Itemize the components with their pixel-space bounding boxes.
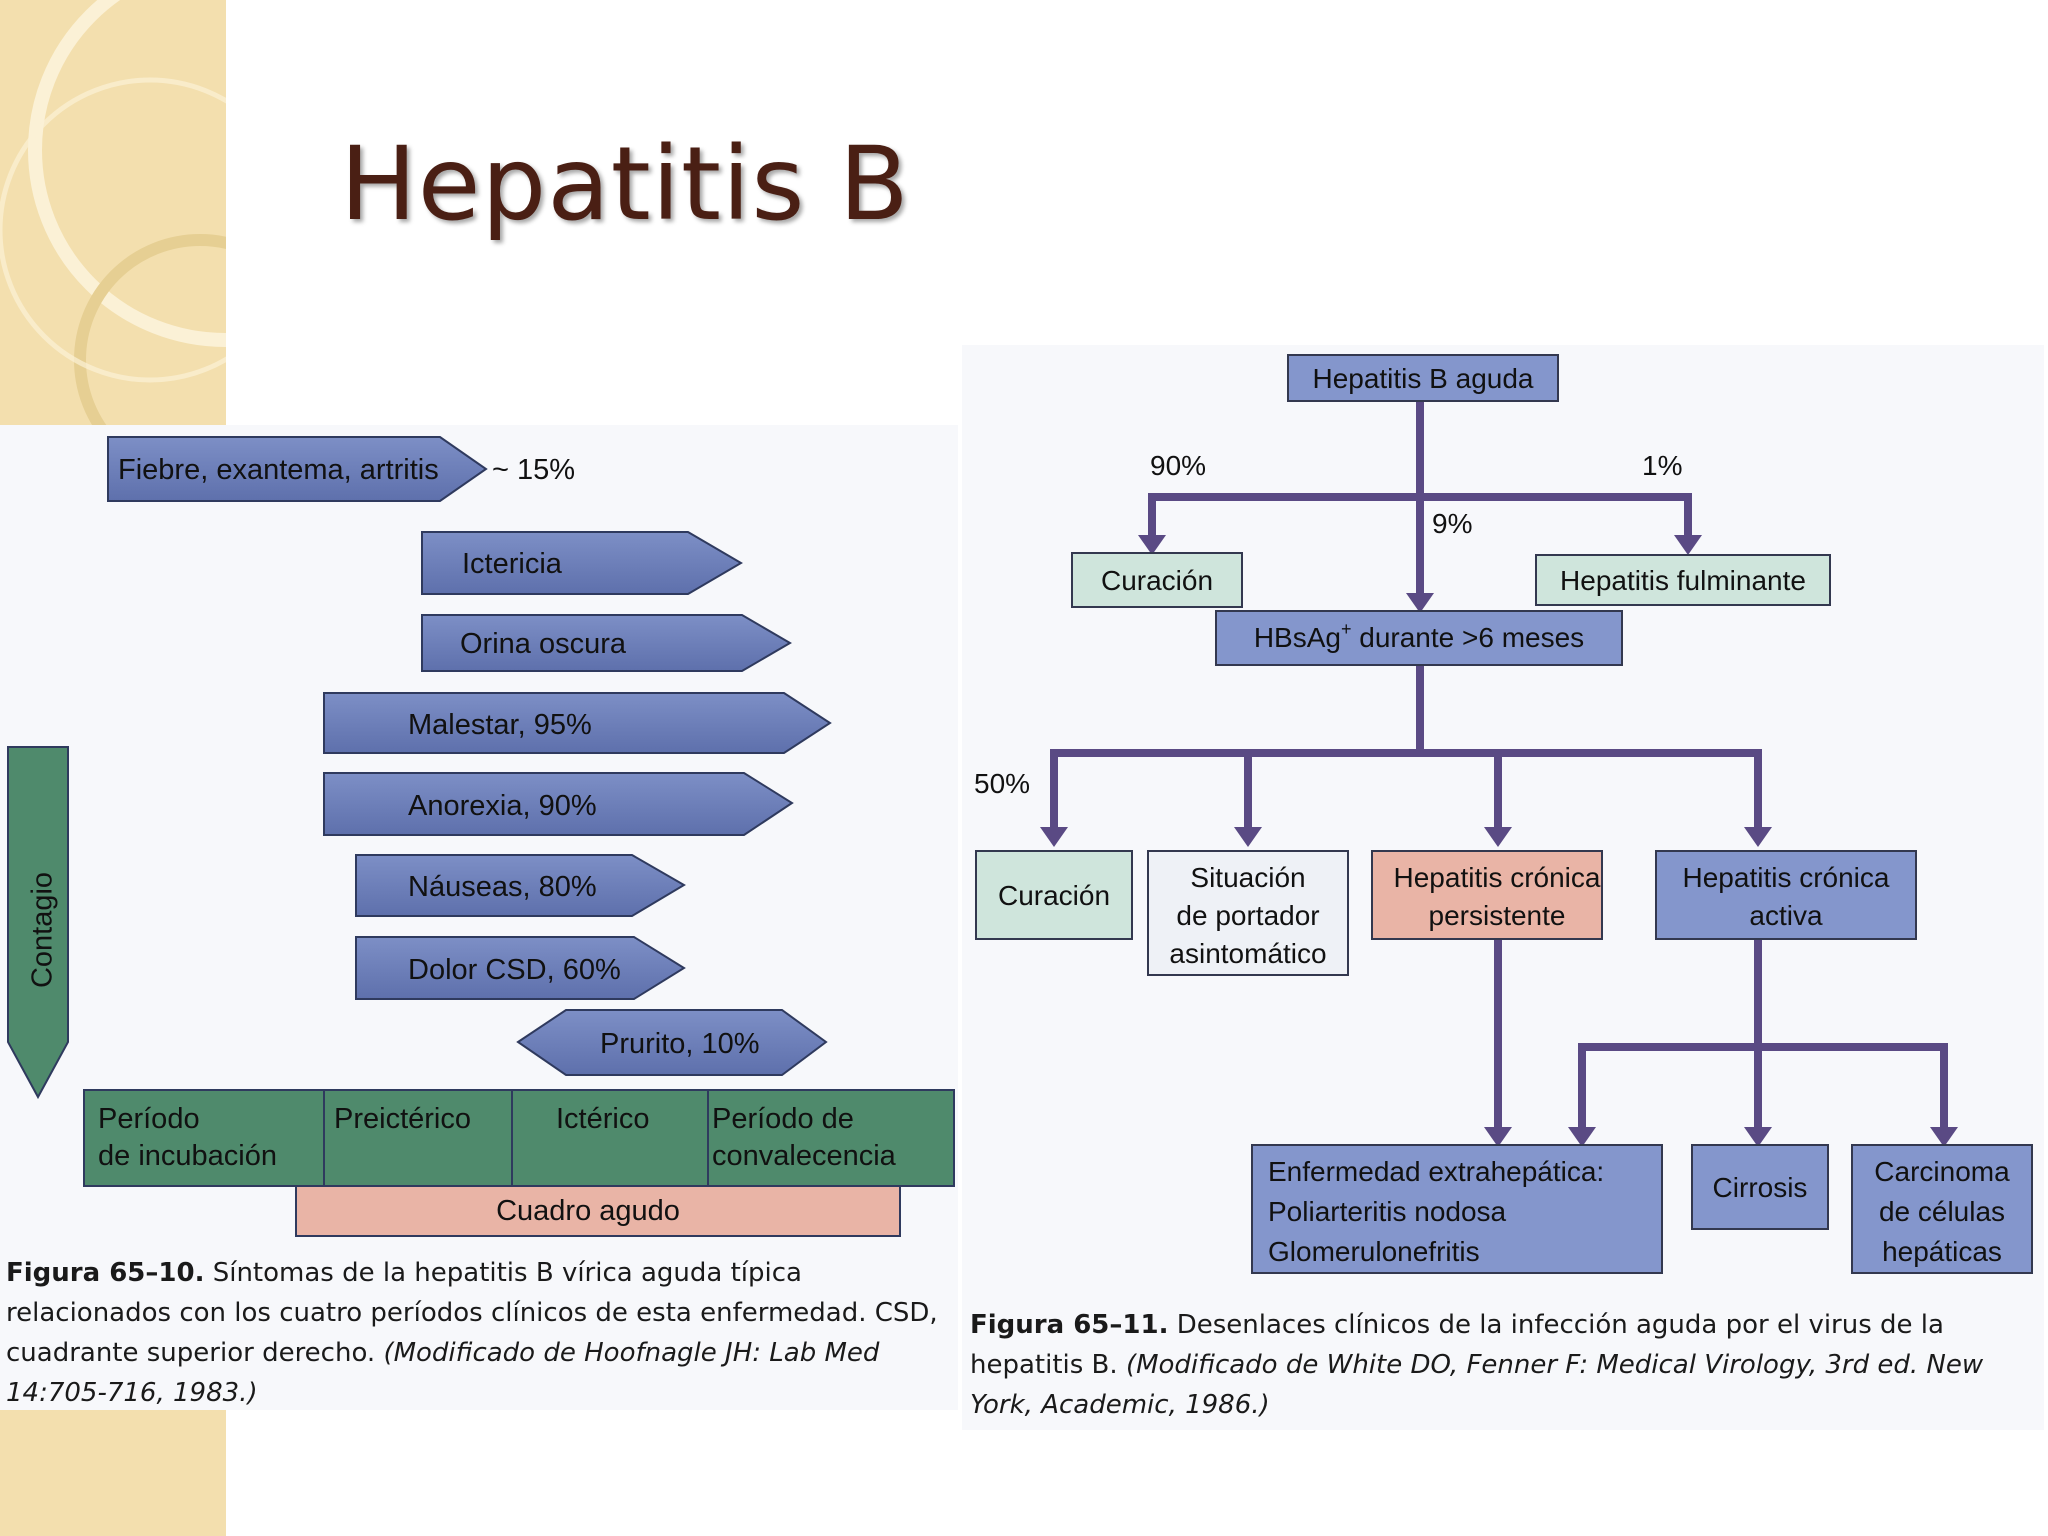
caption-65-10-text: Síntomas de la hepatitis B vírica aguda … <box>6 1258 938 1368</box>
periodo-incubacion-label-1: Período <box>98 1103 200 1135</box>
contagio-arrow <box>7 746 69 1100</box>
cronica-persistente-box <box>1371 850 1603 940</box>
fulminante-box <box>1535 554 1831 606</box>
caption-65-11-label: Figura 65–11. <box>970 1310 1169 1340</box>
cronica-persistente-label-2: persistente <box>1429 900 1566 931</box>
anorexia-label: Anorexia, 90% <box>408 790 597 822</box>
periodo-incubacion-box <box>83 1089 325 1187</box>
extrahepatica-label-3: Glomerulonefritis <box>1268 1236 1480 1267</box>
p1-label: 1% <box>1642 450 1682 481</box>
malestar-arrow <box>323 692 832 754</box>
fiebre-pct: ~ 15% <box>492 454 575 486</box>
caption-65-11-ref: (Modificado de White DO, Fenner F: Medic… <box>970 1350 1984 1420</box>
hepatitis-aguda-box <box>1287 354 1559 402</box>
portador-label-1: Situación <box>1190 862 1305 893</box>
hbsag-label: HBsAg+ durante >6 meses <box>1254 619 1584 653</box>
portador-box <box>1147 850 1349 976</box>
extrahepatica-label-1: Enfermedad extrahepática: <box>1268 1156 1604 1187</box>
caption-65-10-ref: (Modificado de Hoofnagle JH: Lab Med 14:… <box>6 1338 880 1408</box>
ictericia-arrow <box>421 531 743 595</box>
periodo-incubacion-label-2: de incubación <box>98 1140 277 1172</box>
cirrosis-label: Cirrosis <box>1713 1172 1808 1203</box>
preicterico-label: Preictérico <box>334 1103 471 1135</box>
cronica-activa-label-1: Hepatitis crónica <box>1683 862 1890 893</box>
contagio-label: Contagio <box>27 872 59 988</box>
convalecencia-box <box>707 1089 955 1187</box>
fulminante-label: Hepatitis fulminante <box>1560 565 1806 596</box>
hbsag-label-b: durante >6 meses <box>1351 622 1584 653</box>
cronica-activa-label-2: activa <box>1749 900 1823 931</box>
orina-label: Orina oscura <box>460 628 627 660</box>
cirrosis-box <box>1691 1144 1829 1230</box>
curacion-2-label: Curación <box>998 880 1110 911</box>
figure-65-11-diagram: Hepatitis B aguda 90% 1% 9% Curación Hep… <box>974 354 2033 1274</box>
slide-title: Hepatitis B <box>340 125 910 244</box>
dolor-label: Dolor CSD, 60% <box>408 954 621 986</box>
figure-65-10-diagram: Contagio Fiebre, exantema, artritis ~ 15… <box>7 436 955 1237</box>
hepatitis-aguda-label: Hepatitis B aguda <box>1312 363 1533 394</box>
carcinoma-box <box>1851 1144 2033 1274</box>
curacion-2-box <box>975 850 1133 940</box>
flow-arrowheads <box>1040 535 1958 1147</box>
orina-arrow <box>421 614 792 672</box>
cuadro-agudo-label: Cuadro agudo <box>496 1195 680 1227</box>
malestar-label: Malestar, 95% <box>408 709 592 741</box>
cuadro-agudo-box <box>295 1185 901 1237</box>
hbsag-box <box>1215 610 1623 666</box>
ictericia-label: Ictericia <box>462 548 563 580</box>
extrahepatica-label-2: Poliarteritis nodosa <box>1268 1196 1507 1227</box>
convalecencia-label-1: Período de <box>712 1103 854 1135</box>
p90-label: 90% <box>1150 450 1206 481</box>
caption-65-11-text: Desenlaces clínicos de la infección agud… <box>970 1310 1944 1380</box>
portador-label-2: de portador <box>1176 900 1319 931</box>
figure-65-11-caption: Figura 65–11. Desenlaces clínicos de la … <box>970 1305 2040 1425</box>
portador-label-3: asintomático <box>1169 938 1326 969</box>
carcinoma-label-2: de células <box>1879 1196 2005 1227</box>
fiebre-arrow <box>107 436 488 502</box>
figure-65-10-caption: Figura 65–10. Síntomas de la hepatitis B… <box>6 1253 956 1413</box>
prurito-arrow <box>516 1009 828 1076</box>
p50-label: 50% <box>974 768 1030 799</box>
carcinoma-label-1: Carcinoma <box>1874 1156 2010 1187</box>
cronica-persistente-label-1: Hepatitis crónica <box>1394 862 1601 893</box>
fiebre-label: Fiebre, exantema, artritis <box>118 454 439 486</box>
dolor-arrow <box>355 936 686 1000</box>
caption-65-10-label: Figura 65–10. <box>6 1258 205 1288</box>
icterico-label: Ictérico <box>556 1103 649 1135</box>
curacion-1-label: Curación <box>1101 565 1213 596</box>
cronica-activa-box <box>1655 850 1917 940</box>
carcinoma-label-3: hepáticas <box>1882 1236 2002 1267</box>
hbsag-label-sup: + <box>1341 619 1352 639</box>
nauseas-arrow <box>355 854 686 917</box>
extrahepatica-box <box>1251 1144 1663 1274</box>
icterico-box <box>511 1089 709 1187</box>
hbsag-label-a: HBsAg <box>1254 622 1341 653</box>
curacion-1-box <box>1071 552 1243 608</box>
nauseas-label: Náuseas, 80% <box>408 871 597 903</box>
prurito-label: Prurito, 10% <box>600 1028 760 1060</box>
convalecencia-label-2: convalecencia <box>712 1140 897 1172</box>
p9-label: 9% <box>1432 508 1472 539</box>
anorexia-arrow <box>323 772 794 836</box>
